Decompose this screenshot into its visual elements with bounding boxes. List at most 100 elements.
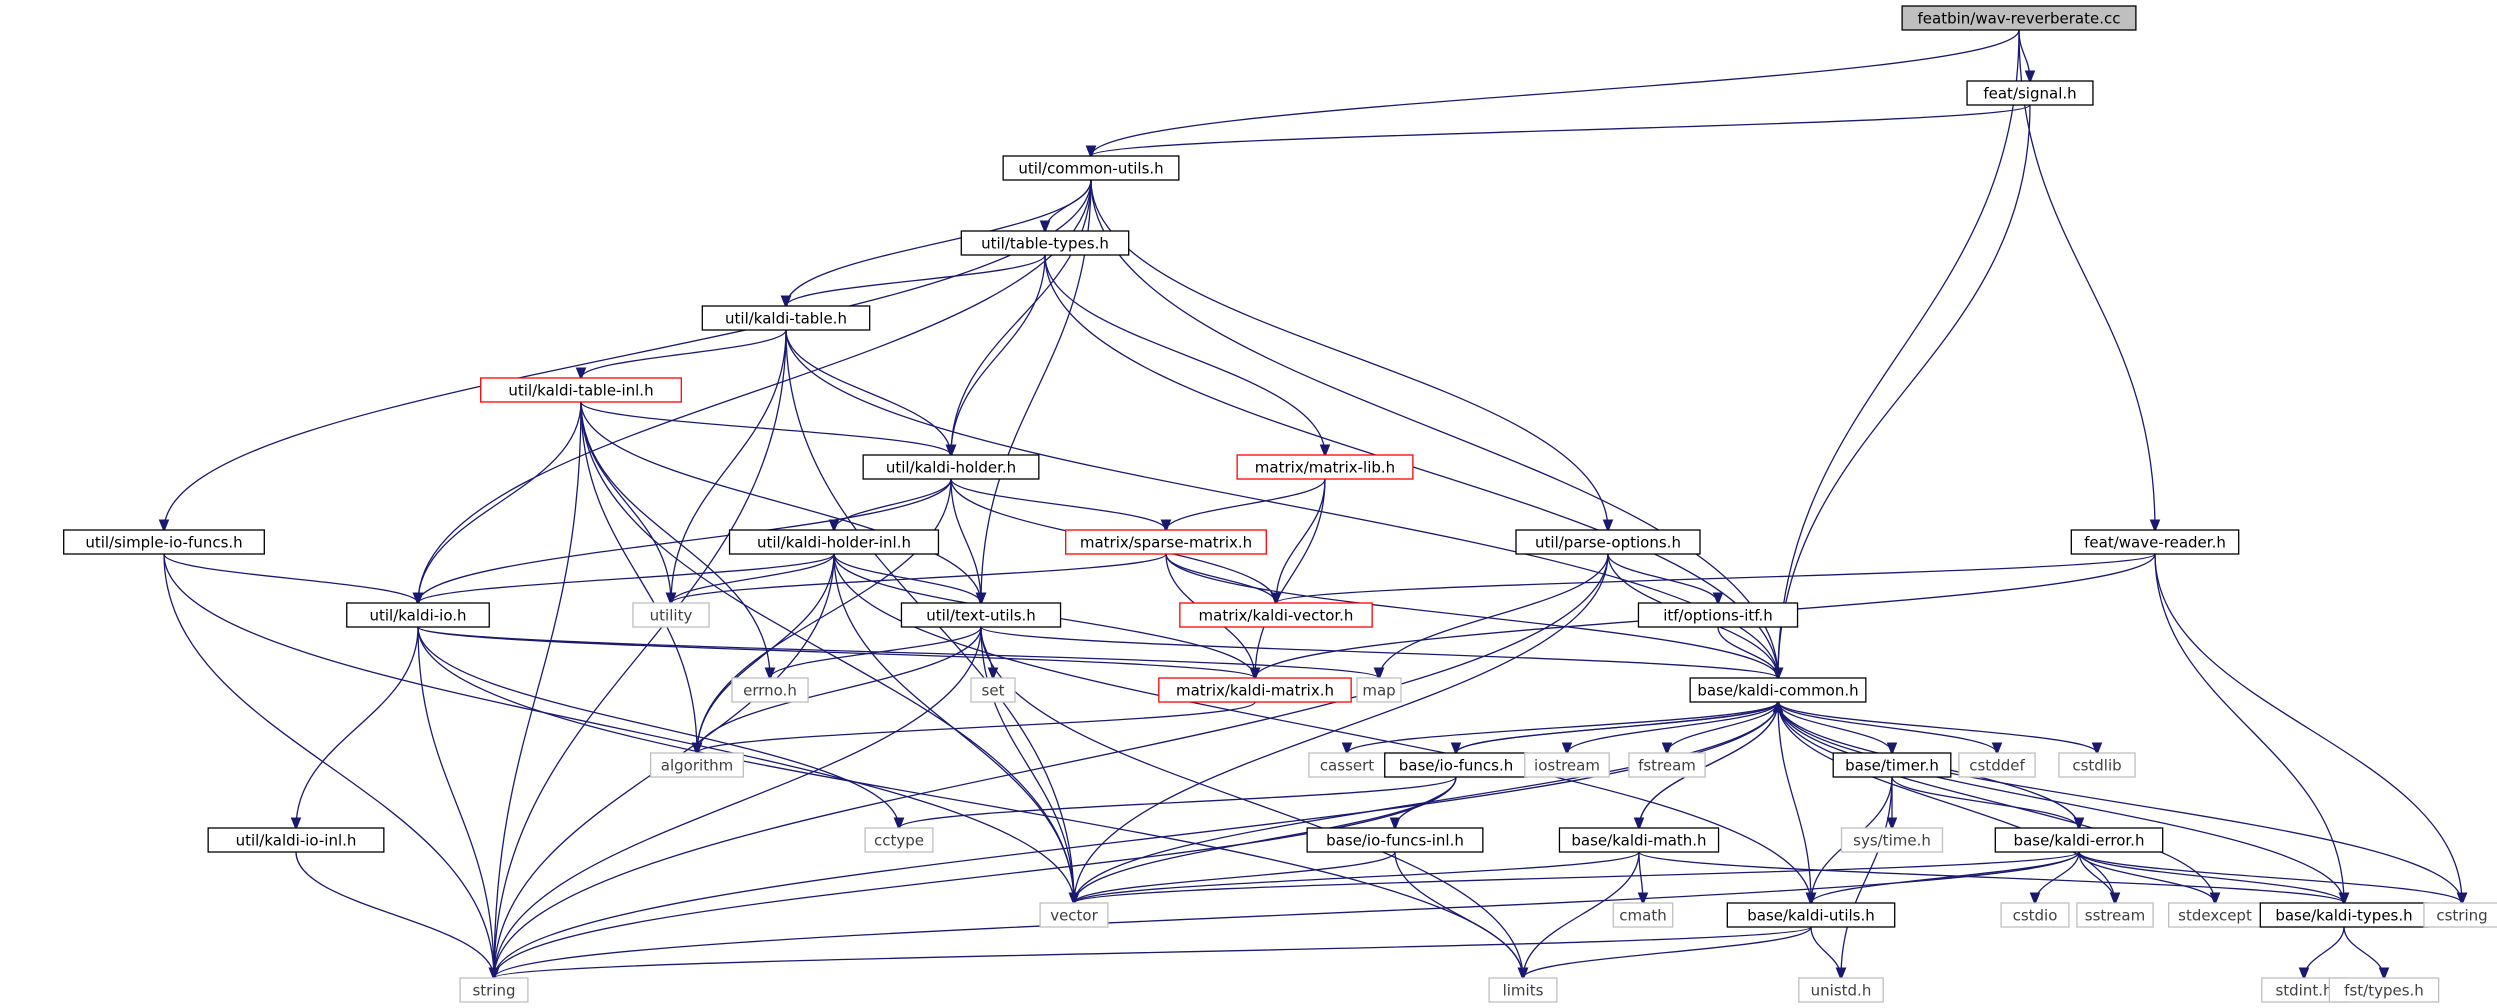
node-box xyxy=(1384,752,1528,778)
node-box xyxy=(207,827,385,853)
node-options-itf[interactable]: itf/options-itf.h xyxy=(1637,602,1799,628)
node-label: base/kaldi-math.h xyxy=(1571,832,1706,850)
edge-wave-reader-to-kaldi-types xyxy=(2154,553,2344,903)
node-map: map xyxy=(1356,677,1402,703)
node-box xyxy=(1039,902,1109,928)
node-kaldi-matrix[interactable]: matrix/kaldi-matrix.h xyxy=(1158,677,1352,703)
node-box xyxy=(1798,977,1884,1003)
edge-timer-to-unistd xyxy=(1841,776,1893,978)
node-label: util/kaldi-holder.h xyxy=(886,459,1016,477)
edge-kaldi-types-to-stdint xyxy=(2304,926,2345,978)
edge-kaldi-common-to-iostream xyxy=(1567,701,1779,753)
node-kaldi-table[interactable]: util/kaldi-table.h xyxy=(701,305,871,331)
node-label: base/timer.h xyxy=(1845,757,1939,775)
file-nodes: featbin/wav-reverberate.cc feat/signal.h u… xyxy=(63,5,2497,1003)
node-box xyxy=(731,677,809,703)
node-box xyxy=(1994,827,2164,853)
node-label: base/kaldi-error.h xyxy=(2014,832,2145,850)
node-parse-options[interactable]: util/parse-options.h xyxy=(1515,529,1701,555)
edge-wav-to-common-utils xyxy=(1091,29,2020,156)
node-label: errno.h xyxy=(743,682,797,700)
node-kaldi-io[interactable]: util/kaldi-io.h xyxy=(346,602,490,628)
edge-io-funcs-inl-to-limits xyxy=(1394,851,1523,978)
node-label: cmath xyxy=(1619,907,1666,925)
edge-kaldi-holder-inl-to-kaldi-io xyxy=(418,553,835,603)
node-box xyxy=(1515,529,1701,555)
node-cstdio: cstdio xyxy=(2000,902,2070,928)
node-box xyxy=(1179,602,1373,628)
node-label: utility xyxy=(650,607,693,625)
node-cstddef: cstddef xyxy=(1958,752,2036,778)
edge-kaldi-io-to-kaldi-matrix xyxy=(417,626,1255,678)
edge-options-itf-to-kaldi-common xyxy=(1717,626,1778,678)
edge-common-utils-to-kaldi-holder xyxy=(951,179,1092,455)
node-table-types[interactable]: util/table-types.h xyxy=(960,230,1130,256)
node-box xyxy=(1065,529,1267,555)
edge-io-funcs-inl-to-vector xyxy=(1074,851,1396,903)
node-box xyxy=(2259,902,2429,928)
edge-matrix-lib-to-kaldi-vector xyxy=(1276,478,1326,603)
node-box xyxy=(864,827,934,853)
node-matrix-lib[interactable]: matrix/matrix-lib.h xyxy=(1236,454,1414,480)
node-signal[interactable]: feat/signal.h xyxy=(1966,80,2094,106)
edge-kaldi-common-to-string xyxy=(494,701,1779,978)
node-box xyxy=(1840,827,1944,853)
node-wave-reader[interactable]: feat/wave-reader.h xyxy=(2070,529,2240,555)
node-kaldi-common[interactable]: base/kaldi-common.h xyxy=(1689,677,1867,703)
node-iostream: iostream xyxy=(1524,752,1610,778)
node-kaldi-table-inl[interactable]: util/kaldi-table-inl.h xyxy=(480,377,682,403)
node-box xyxy=(2167,902,2262,928)
edge-signal-to-common-utils xyxy=(1091,104,2031,156)
edge-kaldi-table-to-kaldi-table-inl xyxy=(581,329,787,378)
node-wav[interactable]: featbin/wav-reverberate.cc xyxy=(1901,5,2137,31)
node-timer[interactable]: base/timer.h xyxy=(1832,752,1952,778)
edge-kaldi-table-inl-to-errno xyxy=(580,401,770,678)
edge-kaldi-table-inl-to-kaldi-holder xyxy=(580,401,951,455)
node-label: fst/types.h xyxy=(2344,982,2424,1000)
node-kaldi-holder-inl[interactable]: util/kaldi-holder-inl.h xyxy=(728,529,940,555)
edge-sparse-matrix-to-kaldi-vector xyxy=(1165,553,1276,603)
node-box xyxy=(1958,752,2036,778)
edge-parse-options-to-map xyxy=(1379,553,1609,678)
edge-kaldi-error-to-vector xyxy=(1074,851,2080,903)
node-limits: limits xyxy=(1488,977,1558,1003)
edge-kaldi-table-inl-to-string xyxy=(494,401,582,978)
node-kaldi-math[interactable]: base/kaldi-math.h xyxy=(1558,827,1720,853)
node-kaldi-utils[interactable]: base/kaldi-utils.h xyxy=(1726,902,1896,928)
node-io-funcs-inl[interactable]: base/io-funcs-inl.h xyxy=(1306,827,1484,853)
node-io-funcs[interactable]: base/io-funcs.h xyxy=(1384,752,1528,778)
node-utility: utility xyxy=(632,602,710,628)
node-box xyxy=(1832,752,1952,778)
node-text-utils[interactable]: util/text-utils.h xyxy=(900,602,1062,628)
edge-kaldi-common-to-cstdlib xyxy=(1777,701,2097,753)
edge-kaldi-holder-to-kaldi-io xyxy=(418,478,952,603)
node-label: stdint.h xyxy=(2275,982,2332,1000)
node-box xyxy=(1612,902,1674,928)
node-box xyxy=(960,230,1130,256)
node-unistd: unistd.h xyxy=(1798,977,1884,1003)
node-label: matrix/kaldi-matrix.h xyxy=(1176,682,1334,700)
edge-text-utils-to-kaldi-common xyxy=(980,626,1778,678)
edge-kaldi-types-to-fst-types xyxy=(2343,926,2384,978)
node-kaldi-io-inl[interactable]: util/kaldi-io-inl.h xyxy=(207,827,385,853)
node-box xyxy=(1524,752,1610,778)
node-kaldi-types[interactable]: base/kaldi-types.h xyxy=(2259,902,2429,928)
node-label: unistd.h xyxy=(1811,982,1872,1000)
node-simple-io[interactable]: util/simple-io-funcs.h xyxy=(63,529,265,555)
node-kaldi-holder[interactable]: util/kaldi-holder.h xyxy=(862,454,1040,480)
edge-sparse-matrix-to-utility xyxy=(671,553,1167,603)
edge-signal-to-kaldi-common xyxy=(1778,104,2031,678)
node-common-utils[interactable]: util/common-utils.h xyxy=(1002,155,1180,181)
node-label: util/text-utils.h xyxy=(926,607,1036,625)
dependency-edges xyxy=(164,29,2462,978)
node-sparse-matrix[interactable]: matrix/sparse-matrix.h xyxy=(1065,529,1267,555)
edge-kaldi-error-to-cstdio xyxy=(2035,851,2080,903)
node-box xyxy=(1901,5,2137,31)
node-kaldi-vector[interactable]: matrix/kaldi-vector.h xyxy=(1179,602,1373,628)
edge-kaldi-utils-to-string xyxy=(494,926,1812,978)
node-label: matrix/kaldi-vector.h xyxy=(1199,607,1354,625)
node-kaldi-error[interactable]: base/kaldi-error.h xyxy=(1994,827,2164,853)
node-box xyxy=(346,602,490,628)
node-label: matrix/sparse-matrix.h xyxy=(1080,534,1252,552)
node-label: base/kaldi-common.h xyxy=(1697,682,1858,700)
